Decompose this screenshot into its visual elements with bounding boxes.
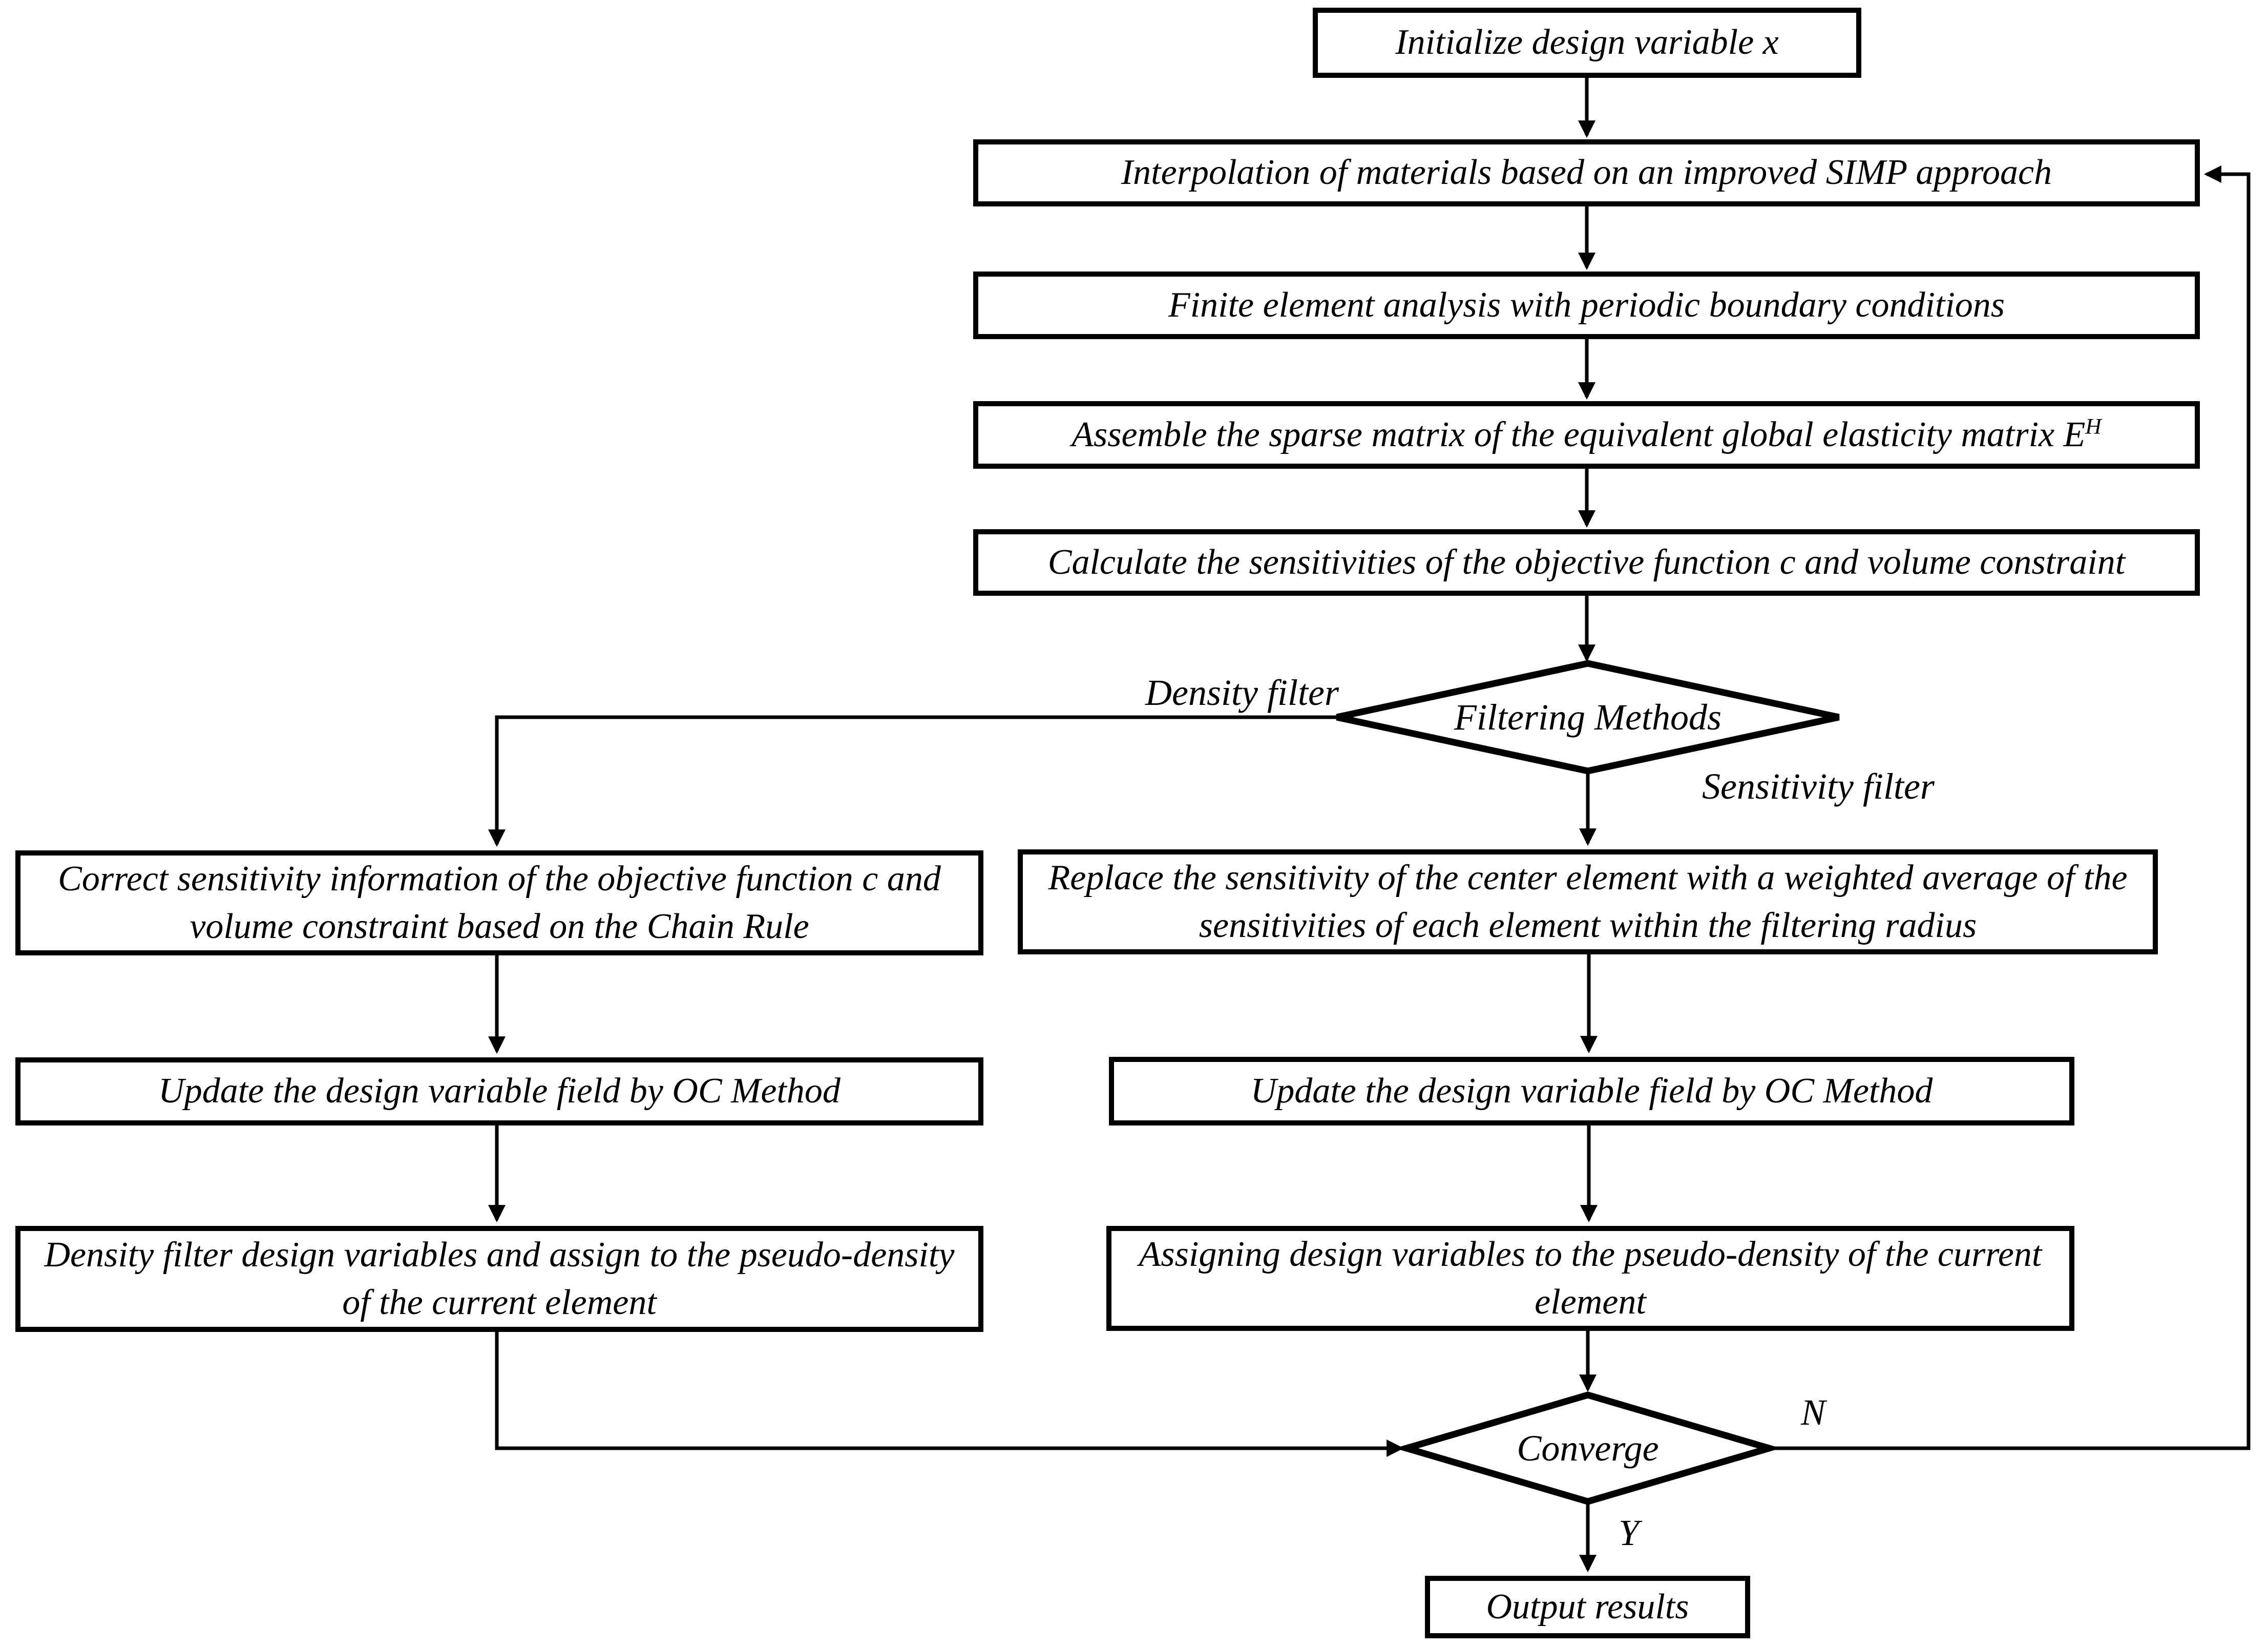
- node-assemble-sparse-matrix: Assemble the sparse matrix of the equiva…: [973, 401, 2200, 469]
- node-update-oc-right: Update the design variable field by OC M…: [1109, 1057, 2074, 1125]
- node-initialize-label: Initialize design variable x: [1395, 23, 1779, 62]
- sensitivity-filter-text: Sensitivity filter: [1702, 765, 1935, 807]
- node-output-label: Output results: [1486, 1587, 1689, 1627]
- node-assemble-superscript: H: [2085, 414, 2102, 439]
- node-assign-pseudo-density-label: Assigning design variables to the pseudo…: [1139, 1235, 2042, 1322]
- node-calculate-sensitivities: Calculate the sensitivities of the objec…: [973, 529, 2200, 596]
- edge-label-sensitivity-filter: Sensitivity filter: [1680, 761, 1957, 812]
- node-update-oc-left: Update the design variable field by OC M…: [15, 1057, 983, 1125]
- node-interpolation-label: Interpolation of materials based on an i…: [1121, 153, 2052, 193]
- node-correct-sensitivity-chain-rule: Correct sensitivity information of the o…: [15, 850, 983, 955]
- converge-text: Converge: [1517, 1427, 1659, 1469]
- node-assemble-text: Assemble the sparse matrix of the equiva…: [1072, 414, 2086, 454]
- yes-text: Y: [1618, 1512, 1640, 1553]
- edge-label-no: N: [1788, 1386, 1839, 1440]
- node-finite-element-analysis: Finite element analysis with periodic bo…: [973, 272, 2200, 339]
- node-output-results: Output results: [1425, 1576, 1750, 1638]
- node-update-oc-right-label: Update the design variable field by OC M…: [1250, 1071, 1933, 1111]
- decision-converge-label: Converge: [1409, 1412, 1767, 1484]
- no-text: N: [1800, 1392, 1826, 1433]
- decision-filtering-methods-label: Filtering Methods: [1383, 681, 1793, 753]
- node-density-filter-assign-label: Density filter design variables and assi…: [44, 1235, 955, 1322]
- node-initialize-design-variable: Initialize design variable x: [1313, 8, 1861, 78]
- density-filter-text: Density filter: [1145, 672, 1339, 713]
- node-density-filter-assign: Density filter design variables and assi…: [15, 1226, 983, 1332]
- edge-converge-no-feedback: [1769, 165, 2251, 1450]
- node-replace-sensitivity-weighted-average: Replace the sensitivity of the center el…: [1018, 849, 2158, 954]
- filtering-methods-text: Filtering Methods: [1454, 696, 1721, 738]
- node-correct-sensitivity-label: Correct sensitivity information of the o…: [58, 859, 941, 946]
- node-update-oc-left-label: Update the design variable field by OC M…: [158, 1071, 841, 1111]
- node-replace-sensitivity-label: Replace the sensitivity of the center el…: [1048, 858, 2128, 945]
- edge-density-assign-to-converge: [495, 1332, 1404, 1457]
- edge-label-density-filter: Density filter: [1106, 666, 1378, 720]
- node-interpolation-simp: Interpolation of materials based on an i…: [973, 139, 2200, 206]
- node-fea-label: Finite element analysis with periodic bo…: [1168, 285, 2005, 325]
- node-assemble-label: Assemble the sparse matrix of the equiva…: [1072, 411, 2101, 458]
- node-assign-pseudo-density: Assigning design variables to the pseudo…: [1106, 1226, 2074, 1331]
- node-sensitivities-label: Calculate the sensitivities of the objec…: [1047, 542, 2126, 582]
- decision-filtering-methods-shape: [1336, 660, 1840, 775]
- edge-filtering-to-correct-density-branch: [488, 715, 1337, 847]
- edge-label-yes: Y: [1603, 1506, 1654, 1560]
- decision-converge-shape: [1394, 1391, 1781, 1505]
